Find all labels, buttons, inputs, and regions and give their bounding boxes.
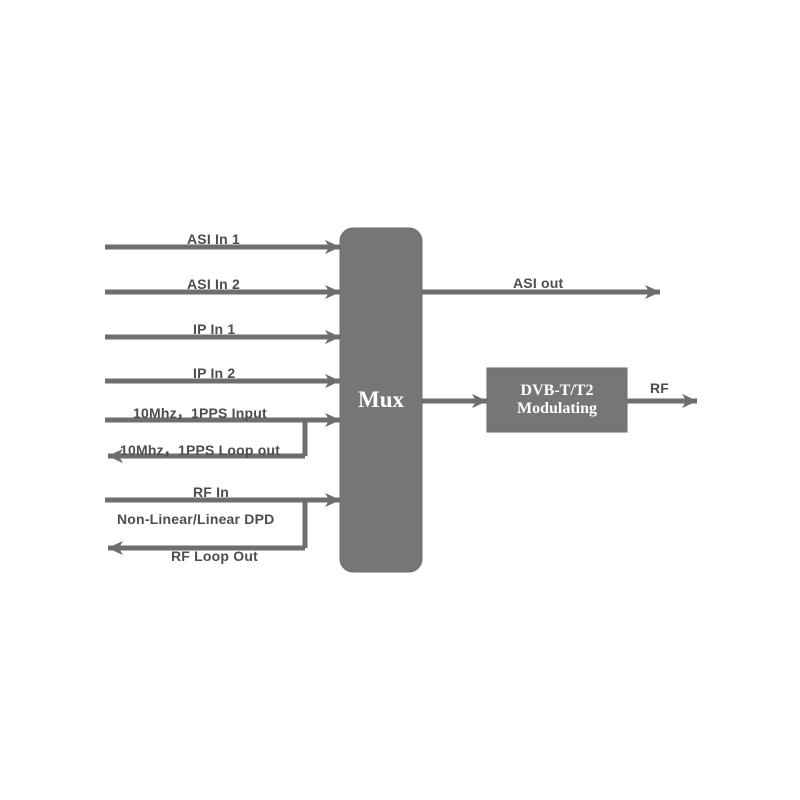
- label-dpd: Non-Linear/Linear DPD: [117, 511, 275, 527]
- label-clock-loop-out: 10Mhz，1PPS Loop out: [120, 442, 281, 458]
- label-asi-out: ASI out: [513, 275, 564, 291]
- label-rf-out: RF: [650, 380, 670, 396]
- label-ip-in-1: IP In 1: [193, 321, 236, 337]
- label-asi-in-2: ASI In 2: [187, 276, 240, 292]
- modulator-label-line1: DVB-T/T2: [520, 382, 594, 399]
- label-asi-in-1: ASI In 1: [187, 231, 240, 247]
- modulator-label-line2: Modulating: [516, 399, 597, 417]
- label-ip-in-2: IP In 2: [193, 365, 236, 381]
- label-rf-loop-out: RF Loop Out: [171, 548, 258, 564]
- mux-block-label: Mux: [358, 387, 404, 412]
- block-modulator: [486, 367, 628, 433]
- block-mux: [339, 227, 423, 573]
- modulator-block-label: DVB-T/T2 Modulating: [487, 382, 627, 418]
- label-rf-in: RF In: [193, 484, 229, 500]
- label-clock-input: 10Mhz，1PPS Input: [133, 405, 267, 421]
